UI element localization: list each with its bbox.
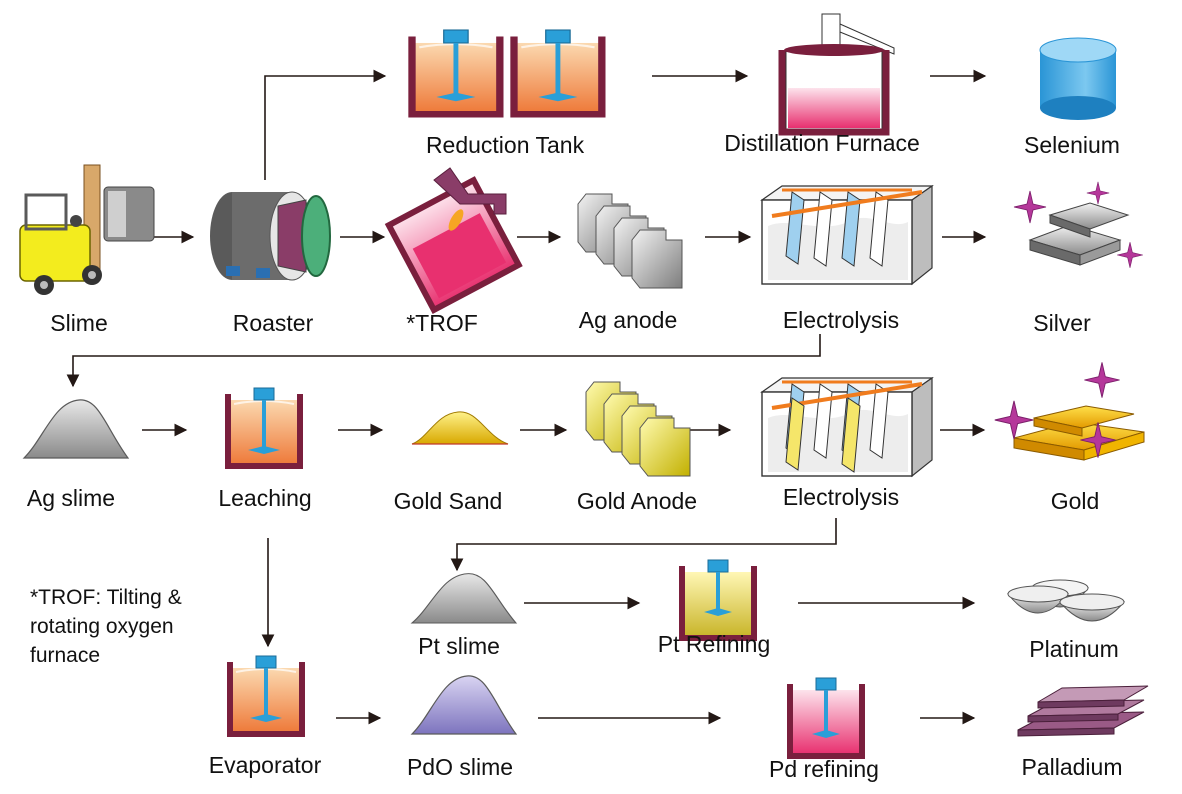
slime-pile-icon <box>23 399 129 459</box>
palladium-label: Palladium <box>1021 754 1123 780</box>
pdo-slime-label: PdO slime <box>406 754 514 780</box>
distillation-furnace-icon <box>778 13 895 136</box>
pt-refining-label: Pt Refining <box>657 631 771 657</box>
roaster-icon <box>210 191 331 281</box>
distillation-furnace-label: Distillation Furnace <box>724 130 920 156</box>
footnote-line: rotating oxygen <box>30 615 174 638</box>
ag-slime-label: Ag slime <box>26 485 116 511</box>
anode-icon <box>585 381 691 477</box>
gold-sand-label: Gold Sand <box>393 488 503 514</box>
silver-label: Silver <box>1033 310 1091 336</box>
gold-bars-icon <box>994 361 1145 461</box>
stirred-tank-icon <box>787 677 865 759</box>
electrolysis-cell-icon <box>760 376 934 478</box>
ag-anode-label: Ag anode <box>578 307 678 333</box>
slime-pile-icon <box>411 573 517 624</box>
palladium-plates-icon <box>1017 685 1149 737</box>
reduction-tank-label: Reduction Tank <box>425 132 585 158</box>
gold-label: Gold <box>1050 488 1100 514</box>
selenium-drum-icon <box>1039 37 1117 120</box>
footnote-line: furnace <box>30 644 101 667</box>
pd-refining-label: Pd refining <box>769 756 879 782</box>
selenium-label: Selenium <box>1024 132 1120 158</box>
trof-furnace-icon <box>384 167 523 315</box>
evaporator-label: Evaporator <box>208 752 322 778</box>
footnote-line: *TROF: Tilting & <box>30 586 182 609</box>
roaster-label: Roaster <box>232 310 314 336</box>
silver-bars-icon <box>1013 181 1144 269</box>
electrolysis-silver-label: Electrolysis <box>782 307 900 333</box>
stirred-tank-icon <box>514 30 602 114</box>
gold-anode-label: Gold Anode <box>576 488 698 514</box>
electrolysis-gold-label: Electrolysis <box>782 484 900 510</box>
leaching-label: Leaching <box>218 485 312 511</box>
slime-label: Slime <box>50 310 108 336</box>
trof-label: *TROF <box>406 310 478 336</box>
platinum-label: Platinum <box>1029 636 1119 662</box>
slime-pile-icon <box>411 675 517 735</box>
forklift-icon <box>19 164 155 295</box>
trof-footnote: *TROF: Tilting & rotating oxygen furnace <box>30 583 182 670</box>
slime-pile-icon <box>411 411 509 445</box>
stirred-tank-icon <box>679 559 757 641</box>
anode-icon <box>577 193 683 289</box>
stirred-tank-icon <box>412 30 500 114</box>
stirred-tank-icon <box>228 388 300 466</box>
electrolysis-cell-icon <box>760 184 934 286</box>
flow-arrows <box>66 69 987 725</box>
stirred-tank-icon <box>230 656 302 734</box>
pt-slime-label: Pt slime <box>418 633 500 659</box>
platinum-bowls-icon <box>1006 579 1126 622</box>
